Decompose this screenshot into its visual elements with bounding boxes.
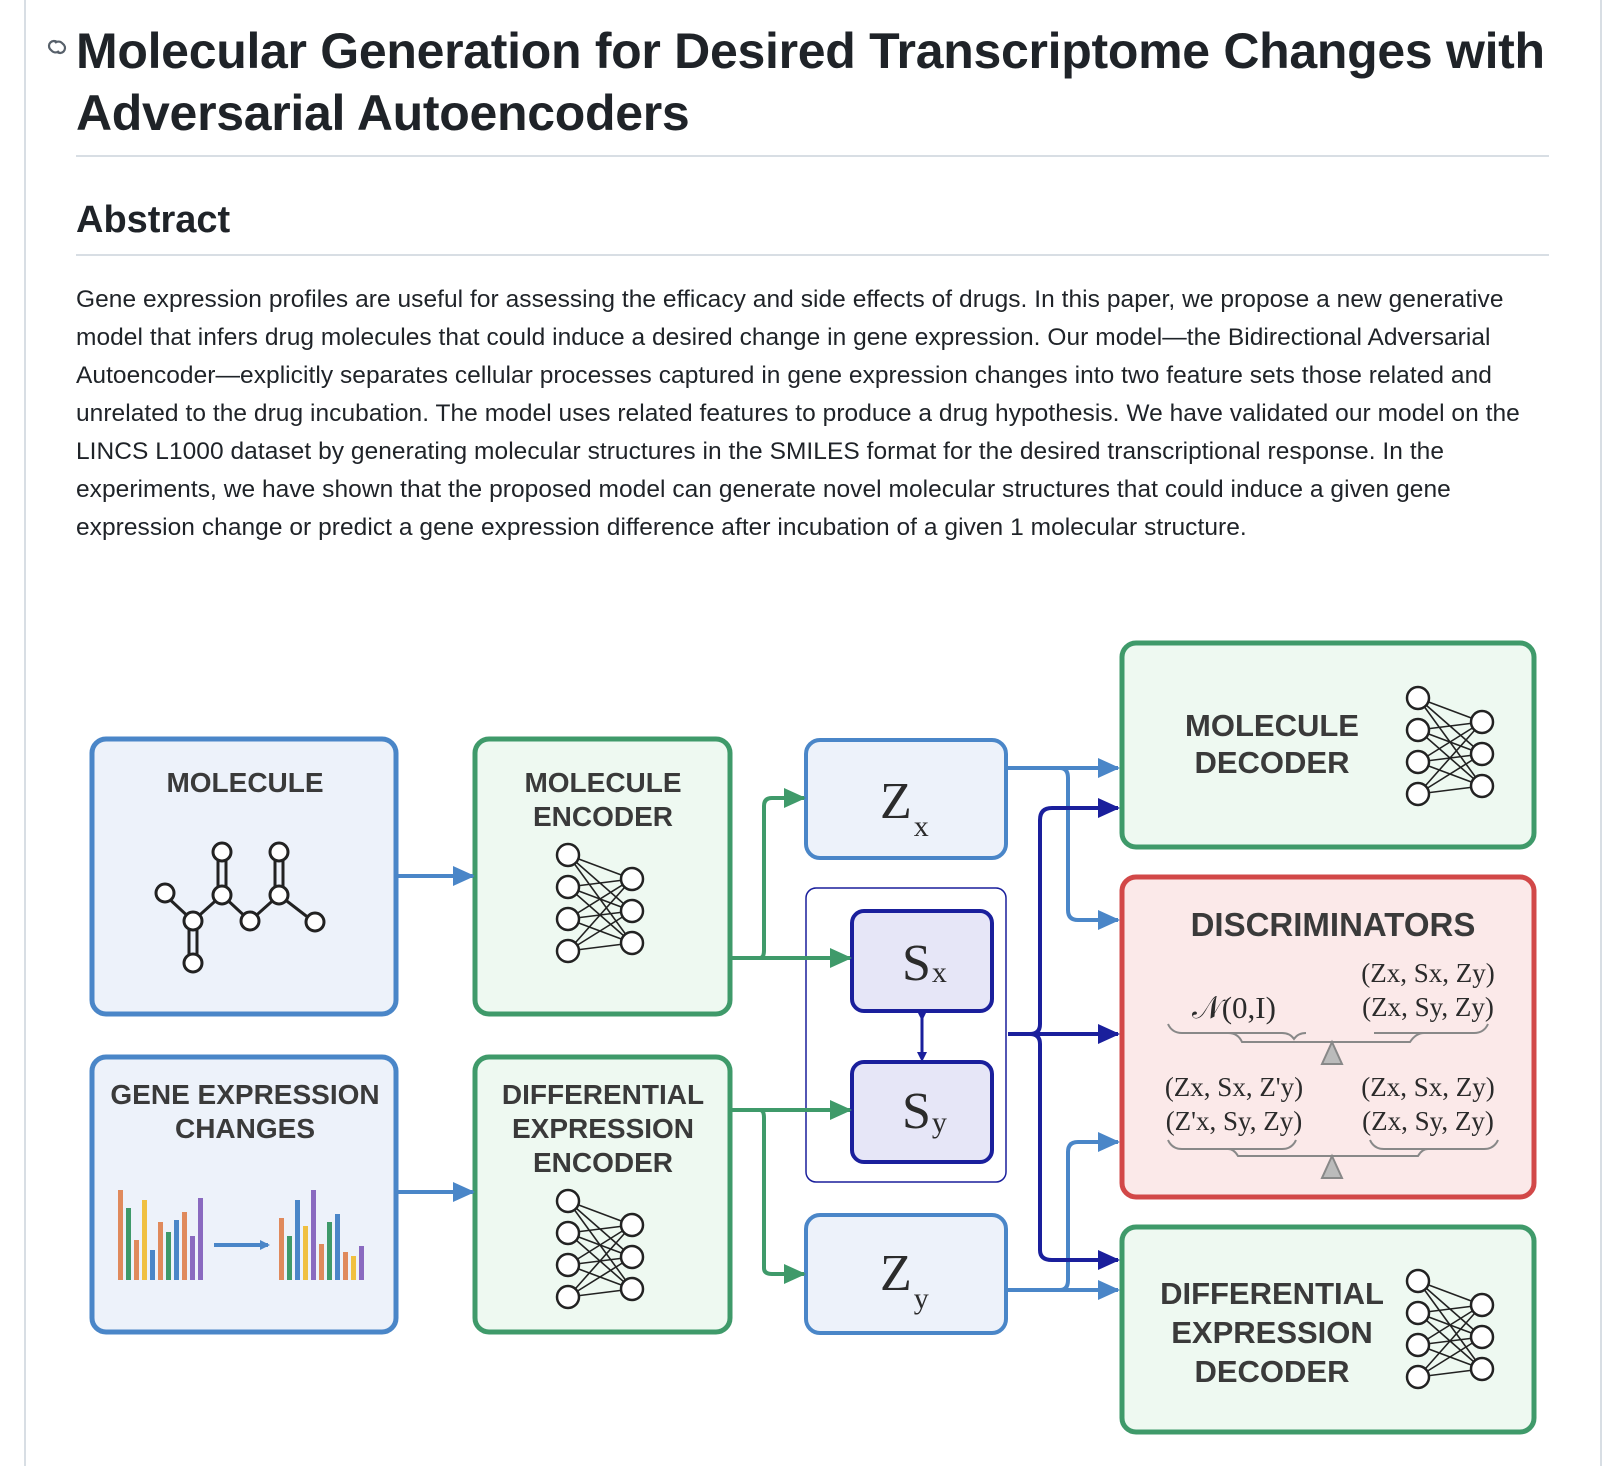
differential-encoder-label-1: DIFFERENTIAL [502, 1079, 704, 1110]
molecule-decoder-label-1: MOLECULE [1185, 708, 1359, 743]
pair1-bottom-label: (Zx, Sy, Zy) [1362, 992, 1494, 1022]
decoder-network-icon [1405, 685, 1495, 807]
pair2-right-top-label: (Zx, Sx, Zy) [1361, 1072, 1494, 1102]
arrow-zx-to-discriminators [1059, 766, 1120, 930]
section-heading: Abstract [76, 199, 231, 241]
sx-label: Sx [902, 935, 947, 992]
molecule-box [89, 736, 399, 1017]
zy-label: Zy [880, 1245, 929, 1315]
differential-decoder-label-2: EXPRESSION [1171, 1315, 1373, 1350]
encoder-network-icon [555, 1188, 645, 1310]
sy-box [850, 1060, 994, 1164]
expression-bars-after [279, 1190, 364, 1280]
pair2-left-top-label: (Zx, Sx, Z'y) [1165, 1072, 1303, 1102]
encoder-network-icon [555, 842, 645, 964]
differential-decoder-box [1119, 1224, 1537, 1435]
arrow-diff-encoder-to-zy [732, 1108, 806, 1284]
zx-label: Zx [880, 773, 929, 843]
differential-decoder-label-1: DIFFERENTIAL [1160, 1276, 1384, 1311]
differential-encoder-box [472, 1054, 733, 1335]
pair1-top-label: (Zx, Sx, Zy) [1361, 958, 1494, 988]
page-title: Molecular Generation for Desired Transcr… [76, 23, 1545, 141]
pair2-right-bottom-label: (Zx, Sy, Zy) [1362, 1106, 1494, 1136]
gene-expression-label-2: CHANGES [175, 1113, 315, 1144]
title-divider [76, 155, 1549, 157]
discriminators-title: DISCRIMINATORS [1191, 906, 1476, 943]
zy-box [804, 1213, 1008, 1335]
molecule-label: MOLECULE [166, 767, 323, 798]
discriminators-box [1119, 874, 1537, 1200]
link-icon[interactable] [44, 34, 70, 60]
section-divider [76, 254, 1549, 256]
molecule-encoder-box [472, 736, 733, 1017]
molecule-decoder-label-2: DECODER [1194, 745, 1349, 780]
molecule-encoder-label-1: MOLECULE [524, 767, 681, 798]
differential-encoder-label-3: ENCODER [533, 1147, 673, 1178]
differential-encoder-label-2: EXPRESSION [512, 1113, 694, 1144]
normal-distribution-label: 𝒩(0,I) [1192, 990, 1276, 1025]
zx-box [804, 738, 1008, 860]
molecule-structure-icon [154, 841, 326, 974]
molecule-decoder-box [1119, 640, 1537, 850]
differential-decoder-label-3: DECODER [1194, 1354, 1349, 1389]
decoder-network-icon [1405, 1268, 1495, 1390]
expression-bars-before [118, 1190, 203, 1280]
balance-scale-icon [1167, 1139, 1499, 1179]
gene-expression-label-1: GENE EXPRESSION [110, 1079, 379, 1110]
content-frame [24, 0, 1602, 1466]
arrow-zy-to-discriminators [1059, 1132, 1120, 1292]
sy-label: Sy [902, 1083, 947, 1140]
pair2-left-bottom-label: (Z'x, Sy, Zy) [1166, 1106, 1303, 1136]
abstract-text: Gene expression profiles are useful for … [76, 286, 1520, 541]
molecule-encoder-label-2: ENCODER [533, 801, 673, 832]
balance-scale-icon [1167, 1023, 1489, 1065]
arrow-s-to-diff-decoder [1029, 1032, 1120, 1270]
